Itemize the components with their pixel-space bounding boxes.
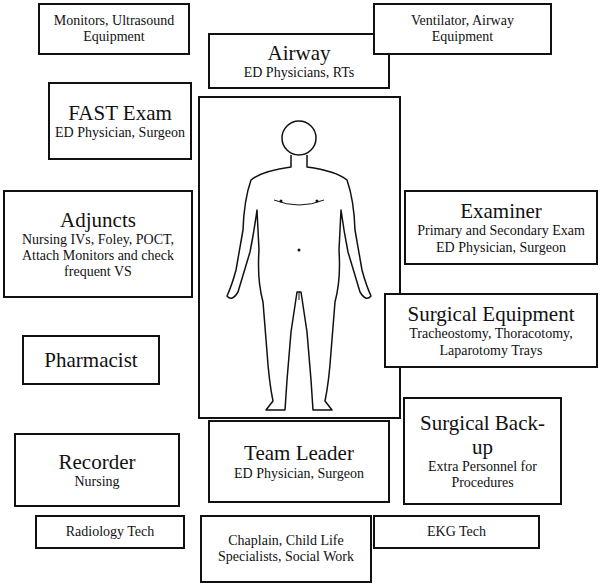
box-text: Nursing (74, 474, 119, 490)
box-text: ED Physician, Surgeon (55, 125, 185, 141)
box-text: Extra Personnel for Procedures (418, 459, 548, 491)
role-box: ExaminerPrimary and Secondary Exam ED Ph… (404, 190, 598, 265)
equipment-box: Surgical EquipmentTracheostomy, Thoracot… (384, 293, 598, 368)
figure-chest (274, 200, 324, 205)
figure-detail (299, 292, 300, 300)
patient-frame (199, 97, 400, 418)
equipment-box: Monitors, Ultrasound Equipment (38, 3, 190, 55)
box-text: Radiology Tech (66, 524, 155, 540)
role-box: Radiology Tech (35, 515, 185, 549)
box-heading: Examiner (460, 199, 542, 223)
box-text: Pharmacist (44, 348, 137, 372)
box-heading: FAST Exam (68, 101, 172, 125)
role-box: AdjunctsNursing IVs, Foley, POCT, Attach… (3, 190, 193, 298)
box-text: Monitors, Ultrasound Equipment (45, 13, 183, 45)
box-text: Chaplain, Child Life Specialists, Social… (207, 533, 365, 565)
box-text: Ventilator, Airway Equipment (380, 13, 545, 45)
box-text: Nursing IVs, Foley, POCT, Attach Monitor… (18, 232, 178, 280)
box-heading: Recorder (59, 450, 136, 474)
role-box: EKG Tech (373, 515, 540, 549)
box-text: EKG Tech (427, 524, 486, 540)
figure-detail (280, 200, 283, 203)
box-text: ED Physician, Surgeon (234, 466, 364, 482)
box-heading: Team Leader (244, 441, 354, 465)
box-heading: Airway (268, 41, 331, 65)
box-text: ED Physicians, RTs (244, 65, 355, 81)
role-box: Team LeaderED Physician, Surgeon (208, 420, 390, 503)
figure-body (227, 155, 371, 410)
role-box: FAST ExamED Physician, Surgeon (48, 82, 192, 160)
role-box: RecorderNursing (14, 433, 180, 507)
role-box: Pharmacist (22, 335, 160, 385)
figure-detail (316, 200, 319, 203)
role-box: Chaplain, Child Life Specialists, Social… (200, 515, 372, 583)
box-text: Tracheostomy, Thoracotomy, Laparotomy Tr… (391, 326, 591, 358)
box-text: Primary and Secondary Exam ED Physician,… (411, 223, 591, 255)
box-heading: Adjuncts (60, 208, 136, 232)
role-box: Surgical Back-upExtra Personnel for Proc… (403, 397, 562, 505)
figure-detail (298, 249, 301, 252)
box-heading: Surgical Equipment (407, 302, 574, 326)
figure-head (282, 121, 316, 155)
role-box: AirwayED Physicians, RTs (208, 33, 390, 89)
box-heading: Surgical Back-up (410, 411, 555, 459)
equipment-box: Ventilator, Airway Equipment (373, 3, 552, 55)
